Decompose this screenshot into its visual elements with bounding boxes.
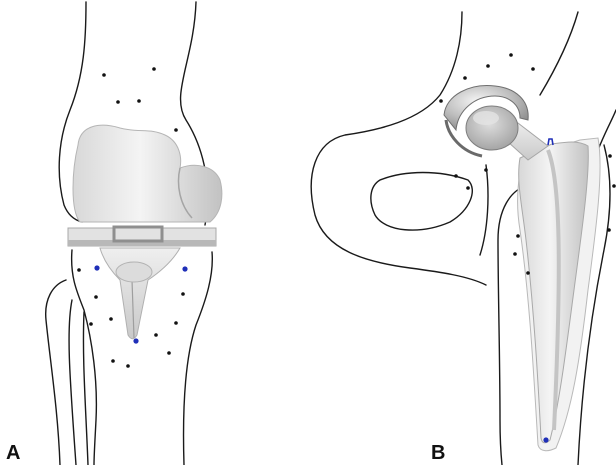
knee-panel [46, 2, 222, 465]
blue-marker [94, 265, 99, 270]
blue-marker [543, 437, 548, 442]
blue-marker [182, 266, 187, 271]
blue-marker [548, 139, 553, 145]
femoral-component [73, 125, 222, 222]
panel-label-b: B [431, 443, 445, 463]
pelvis-outline [311, 12, 486, 285]
fibula-outline [46, 280, 76, 465]
panel-label-a: A [6, 443, 20, 463]
obturator-foramen [371, 173, 472, 231]
hip-panel [311, 12, 616, 465]
tibial-keel [100, 248, 180, 339]
blue-marker [133, 338, 138, 343]
